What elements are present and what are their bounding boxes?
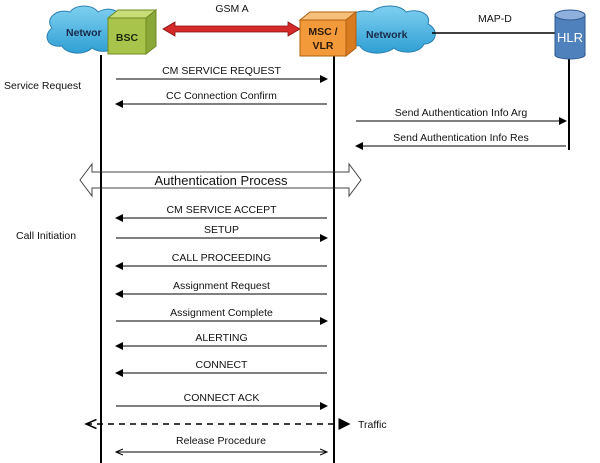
message-arrow: CONNECT ACK: [116, 392, 328, 410]
message-arrow: Assignment Request: [115, 280, 327, 298]
release-procedure: Release Procedure: [116, 435, 327, 452]
message-label: Assignment Request: [173, 280, 270, 292]
bsc-label: BSC: [116, 32, 139, 44]
message-label: ALERTING: [195, 332, 247, 344]
hlr-label: HLR: [557, 30, 583, 45]
phase-service-request: Service Request: [4, 80, 81, 92]
release-procedure-label: Release Procedure: [176, 435, 266, 447]
traffic-label: Traffic: [358, 419, 387, 431]
message-label: CM SERVICE ACCEPT: [166, 204, 277, 216]
message-label: CONNECT ACK: [184, 392, 260, 404]
network-left-label: Networ: [66, 27, 102, 39]
message-arrow: Assignment Complete: [116, 307, 328, 325]
message-label: CC Connection Confirm: [166, 90, 277, 102]
network-cloud-right: Network: [345, 5, 436, 54]
gsm-a-link: GSM A: [162, 3, 301, 37]
msc-label-line1: MSC /: [308, 26, 337, 38]
message-label: Send Authentication Info Arg: [395, 107, 528, 119]
message-label: Send Authentication Info Res: [393, 132, 528, 144]
message-arrow: CONNECT: [115, 359, 327, 377]
message-arrow: CC Connection Confirm: [115, 90, 327, 108]
message-arrow: Send Authentication Info Arg: [356, 107, 567, 125]
bsc-node: BSC: [106, 8, 158, 56]
message-arrow: ALERTING: [115, 332, 327, 350]
msc-label-line2: VLR: [313, 40, 334, 52]
msc-vlr-node: MSC / VLR: [298, 10, 358, 58]
traffic-link: Traffic: [86, 419, 387, 431]
hlr-node: HLR: [554, 9, 586, 60]
authentication-process: Authentication Process: [79, 162, 362, 198]
network-right-label: Network: [366, 29, 408, 41]
message-arrow: SETUP: [116, 224, 328, 242]
message-arrow: CALL PROCEEDING: [115, 252, 327, 270]
authentication-process-label: Authentication Process: [155, 173, 288, 188]
map-d-label: MAP-D: [478, 13, 512, 25]
message-label: SETUP: [204, 224, 239, 236]
message-list: CM SERVICE REQUEST CC Connection ConfirmS…: [115, 65, 567, 410]
phase-call-initiation: Call Initiation: [16, 230, 76, 242]
message-label: Assignment Complete: [170, 307, 273, 319]
gsm-a-label: GSM A: [215, 3, 248, 15]
message-label: CONNECT: [196, 359, 249, 371]
message-label: CM SERVICE REQUEST: [162, 65, 281, 77]
message-arrow: CM SERVICE ACCEPT: [115, 204, 327, 222]
message-arrow: CM SERVICE REQUEST: [116, 65, 328, 83]
message-label: CALL PROCEEDING: [172, 252, 271, 264]
message-arrow: Send Authentication Info Res: [355, 132, 566, 150]
